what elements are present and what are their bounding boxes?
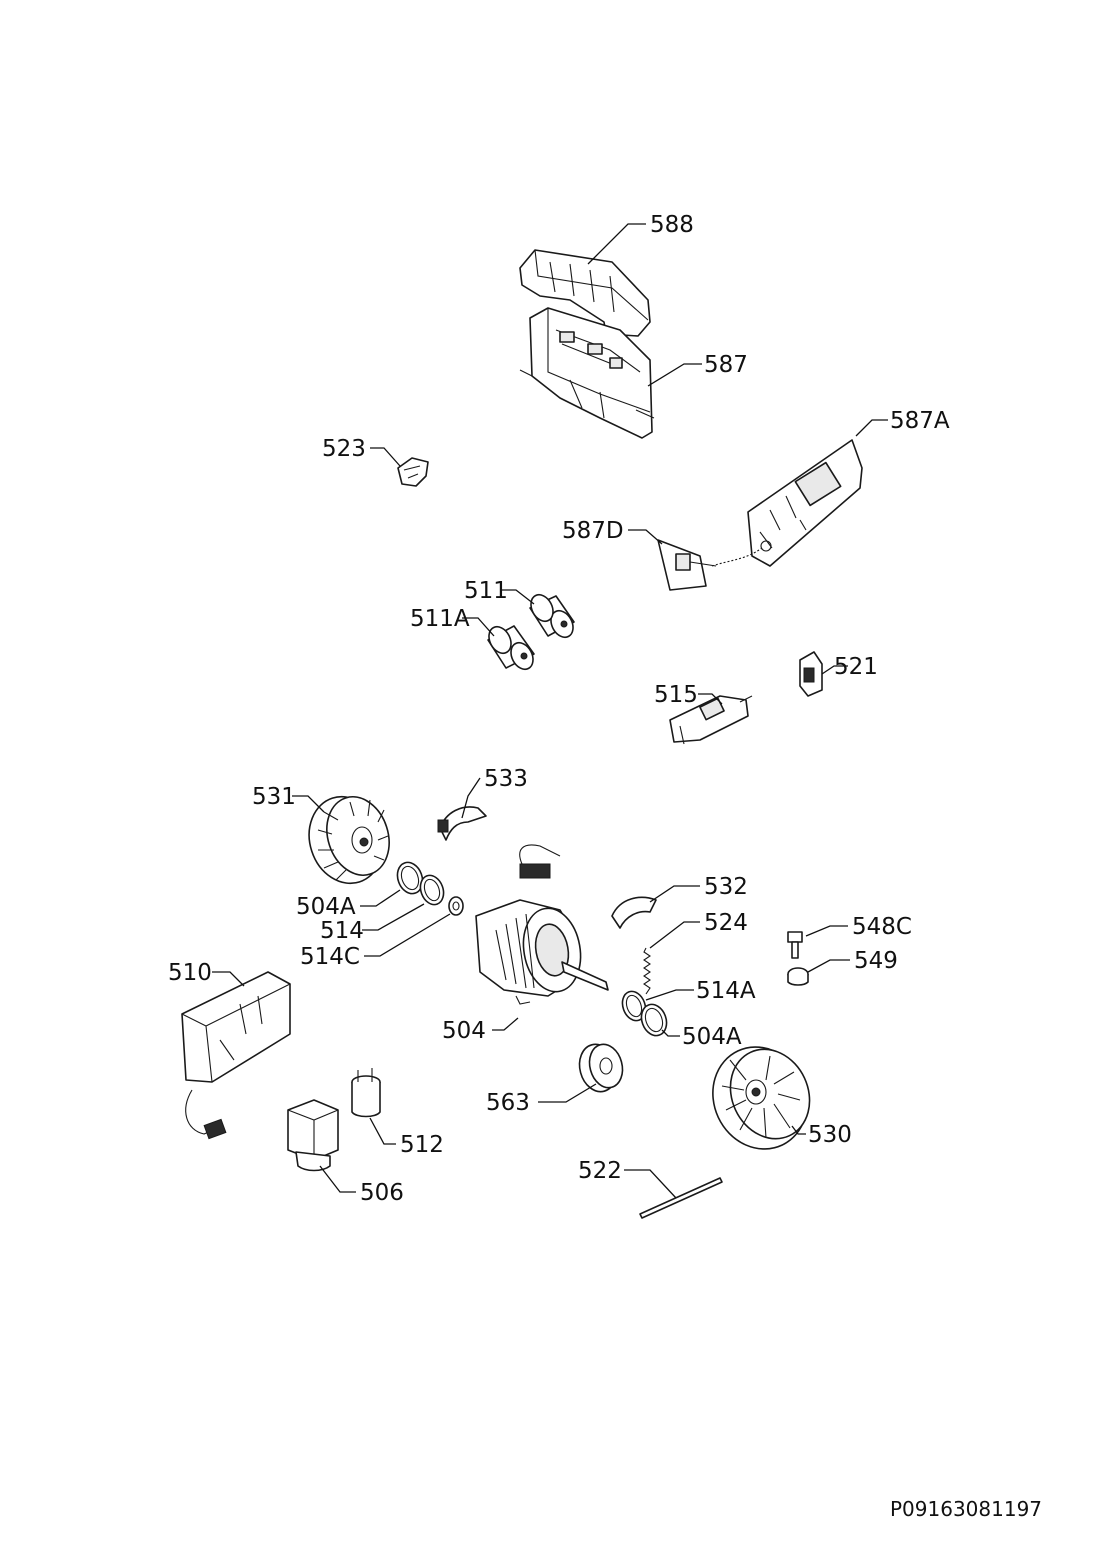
part-587A-circuit-board bbox=[747, 439, 863, 567]
part-504A-ring-right bbox=[640, 1003, 668, 1037]
part-504A-ring-left bbox=[396, 861, 424, 895]
part-514A-ring-right bbox=[621, 990, 647, 1022]
label-524: 524 bbox=[704, 910, 748, 936]
part-504-motor bbox=[475, 844, 609, 1005]
label-587: 587 bbox=[704, 352, 748, 378]
label-533: 533 bbox=[484, 766, 528, 792]
part-524-spring bbox=[643, 947, 651, 995]
part-514-ring-left bbox=[419, 874, 445, 906]
document-code: P09163081197 bbox=[890, 1497, 1042, 1521]
label-549: 549 bbox=[854, 948, 898, 974]
label-588: 588 bbox=[650, 212, 694, 238]
label-522: 522 bbox=[578, 1158, 622, 1184]
part-548C-pin bbox=[787, 931, 803, 959]
part-511-capacitor bbox=[529, 593, 575, 639]
label-504: 504 bbox=[442, 1018, 486, 1044]
part-511A-capacitor bbox=[487, 625, 535, 671]
label-587D: 587D bbox=[562, 518, 624, 544]
label-512: 512 bbox=[400, 1132, 444, 1158]
part-521-bracket bbox=[799, 651, 823, 697]
part-533-clamp bbox=[437, 806, 487, 841]
part-506-pump bbox=[287, 1099, 339, 1172]
label-523: 523 bbox=[322, 436, 366, 462]
label-504A-right: 504A bbox=[682, 1024, 742, 1050]
part-514C-washer bbox=[448, 896, 464, 916]
part-523-clip bbox=[397, 457, 429, 487]
part-563-pulley bbox=[578, 1043, 624, 1093]
label-532: 532 bbox=[704, 874, 748, 900]
label-514: 514 bbox=[320, 918, 364, 944]
part-587D-sensor-board bbox=[657, 539, 763, 591]
label-506: 506 bbox=[360, 1180, 404, 1206]
label-511: 511 bbox=[464, 578, 508, 604]
part-510-housing bbox=[181, 971, 291, 1140]
part-531-fan-wheel bbox=[308, 795, 390, 885]
label-531: 531 bbox=[252, 784, 296, 810]
part-522-strip bbox=[639, 1177, 723, 1219]
label-563: 563 bbox=[486, 1090, 530, 1116]
part-530-fan-wheel bbox=[712, 1046, 811, 1150]
label-514A: 514A bbox=[696, 978, 756, 1004]
leader-lines bbox=[212, 223, 888, 1199]
part-labels: 588 587 587A 523 587D 511 511A 521 515 5… bbox=[168, 212, 950, 1206]
part-512-capacitor bbox=[351, 1068, 381, 1118]
part-549-bushing bbox=[787, 967, 809, 986]
label-521: 521 bbox=[834, 654, 878, 680]
label-530: 530 bbox=[808, 1122, 852, 1148]
label-515: 515 bbox=[654, 682, 698, 708]
part-515-door-lock bbox=[669, 695, 753, 745]
label-504A-left: 504A bbox=[296, 894, 356, 920]
label-510: 510 bbox=[168, 960, 212, 986]
part-587-control-module bbox=[519, 307, 655, 439]
label-511A: 511A bbox=[410, 606, 470, 632]
label-548C: 548C bbox=[852, 914, 912, 940]
label-514C: 514C bbox=[300, 944, 360, 970]
part-532-cover bbox=[611, 896, 657, 929]
label-587A: 587A bbox=[890, 408, 950, 434]
